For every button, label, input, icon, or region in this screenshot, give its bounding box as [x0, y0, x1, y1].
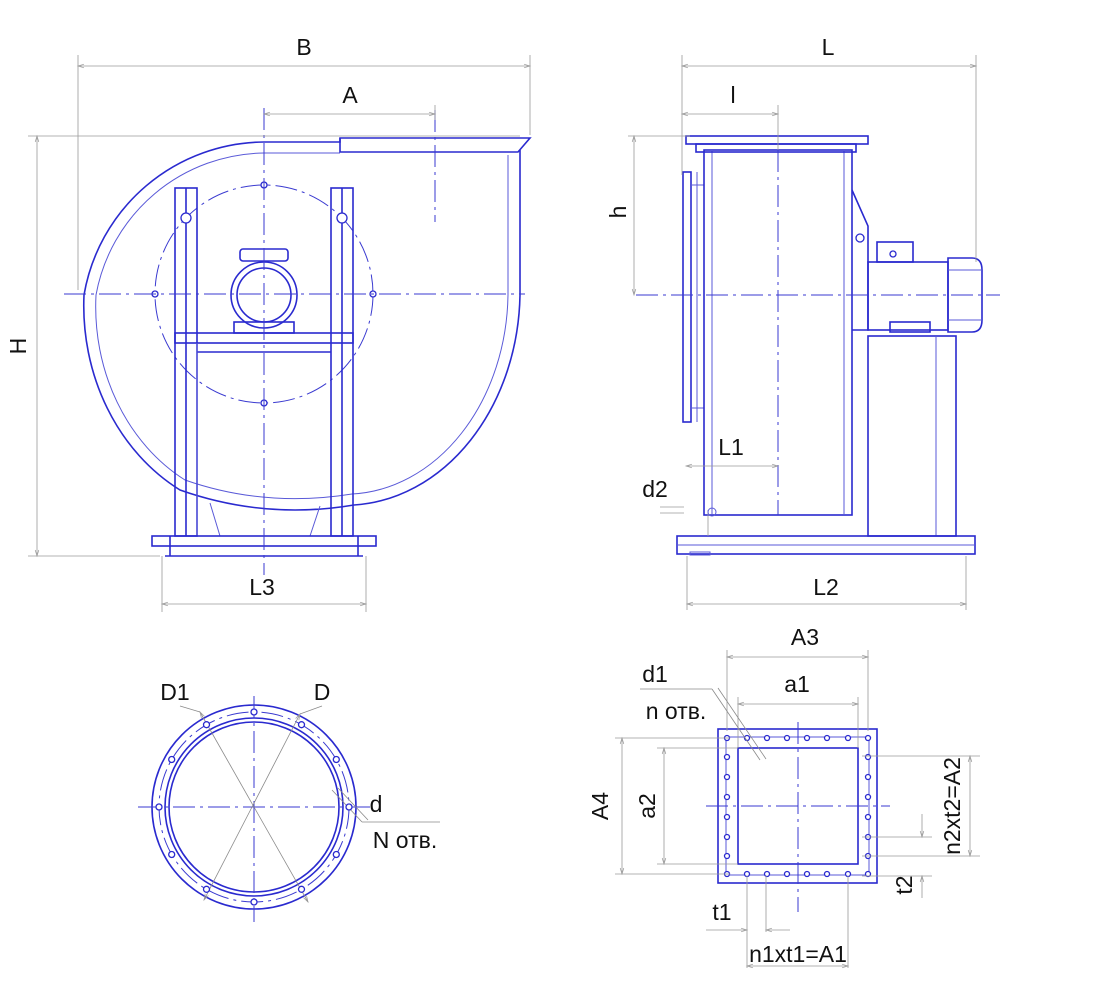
bolt-hole — [168, 755, 176, 764]
label-A3: A3 — [791, 624, 819, 650]
bolt-hole — [844, 870, 852, 878]
bolt-hole — [723, 833, 731, 841]
bolt-hole — [864, 753, 872, 761]
bolt-hole — [332, 755, 340, 764]
label-t1: t1 — [712, 899, 731, 925]
bolt-hole — [864, 773, 872, 781]
label-d: d — [370, 791, 383, 817]
outlet-flange — [339, 137, 532, 153]
bolt-hole — [202, 721, 211, 729]
label-d1: d1 — [642, 661, 668, 687]
bolt-hole — [864, 793, 872, 801]
bolt-hole — [250, 898, 258, 906]
bolt-hole — [723, 793, 731, 801]
label-l: l — [730, 82, 735, 108]
bolt-hole — [155, 803, 163, 811]
label-N: N отв. — [373, 827, 437, 853]
label-D: D — [314, 679, 331, 705]
label-D1: D1 — [160, 679, 189, 705]
label-L3: L3 — [249, 574, 275, 600]
side-top-flange — [685, 135, 869, 145]
label-n-holes: n отв. — [646, 698, 707, 724]
side-motor-body — [867, 261, 949, 331]
bolt-hole — [803, 870, 811, 878]
bolt-hole — [297, 721, 306, 729]
label-B: B — [296, 34, 311, 60]
bolt-hole — [864, 870, 872, 878]
bolt-hole — [723, 753, 731, 761]
label-A: A — [342, 82, 358, 108]
bolt-hole — [844, 734, 852, 742]
bolt-hole — [864, 813, 872, 821]
label-n1t1: n1xt1=A1 — [749, 941, 847, 967]
bolt-hole — [723, 813, 731, 821]
bolt-hole — [823, 734, 831, 742]
bolt-hole — [250, 708, 258, 716]
label-L1: L1 — [718, 434, 744, 460]
inlet-flange — [682, 171, 692, 423]
bolt-hole — [202, 885, 211, 893]
volute-casing-inner — [95, 152, 509, 500]
bolt-hole — [345, 803, 353, 811]
bolt-hole — [763, 870, 771, 878]
bolt-hole — [783, 870, 791, 878]
bolt-hole — [723, 852, 731, 860]
bolt-hole — [332, 850, 340, 859]
label-n2t2: n2xt2=A2 — [939, 757, 965, 855]
bolt-hole — [297, 885, 306, 893]
front-view: B A H L3 — [5, 34, 532, 612]
dim-D — [203, 712, 301, 902]
round-flange-holes — [155, 708, 353, 906]
bolt-hole — [783, 734, 791, 742]
label-t2: t2 — [891, 875, 917, 894]
label-L: L — [822, 34, 835, 60]
label-L2: L2 — [813, 574, 839, 600]
bolt-hole — [823, 870, 831, 878]
side-motor-terminal — [876, 241, 914, 263]
bolt-hole — [723, 773, 731, 781]
rect-flange-view: A3 a1 d1 n отв. A4 a2 n2xt2=A2 t2 t1 n1x… — [587, 624, 980, 969]
bolt-hole — [803, 734, 811, 742]
label-d2: d2 — [642, 476, 668, 502]
label-H: H — [5, 338, 31, 355]
label-a1: a1 — [784, 671, 810, 697]
label-a2: a2 — [634, 793, 660, 819]
round-flange-view: D1 D d N отв. — [138, 679, 440, 922]
volute-casing-outer — [82, 138, 521, 511]
label-h: h — [605, 206, 631, 219]
bolt-hole — [168, 850, 176, 859]
side-view: L l h L1 d2 L2 — [605, 34, 1000, 610]
bolt-hole — [763, 734, 771, 742]
bolt-hole — [743, 870, 751, 878]
bolt-hole — [864, 734, 872, 742]
label-A4: A4 — [587, 792, 613, 820]
side-motor-stand — [867, 335, 957, 537]
